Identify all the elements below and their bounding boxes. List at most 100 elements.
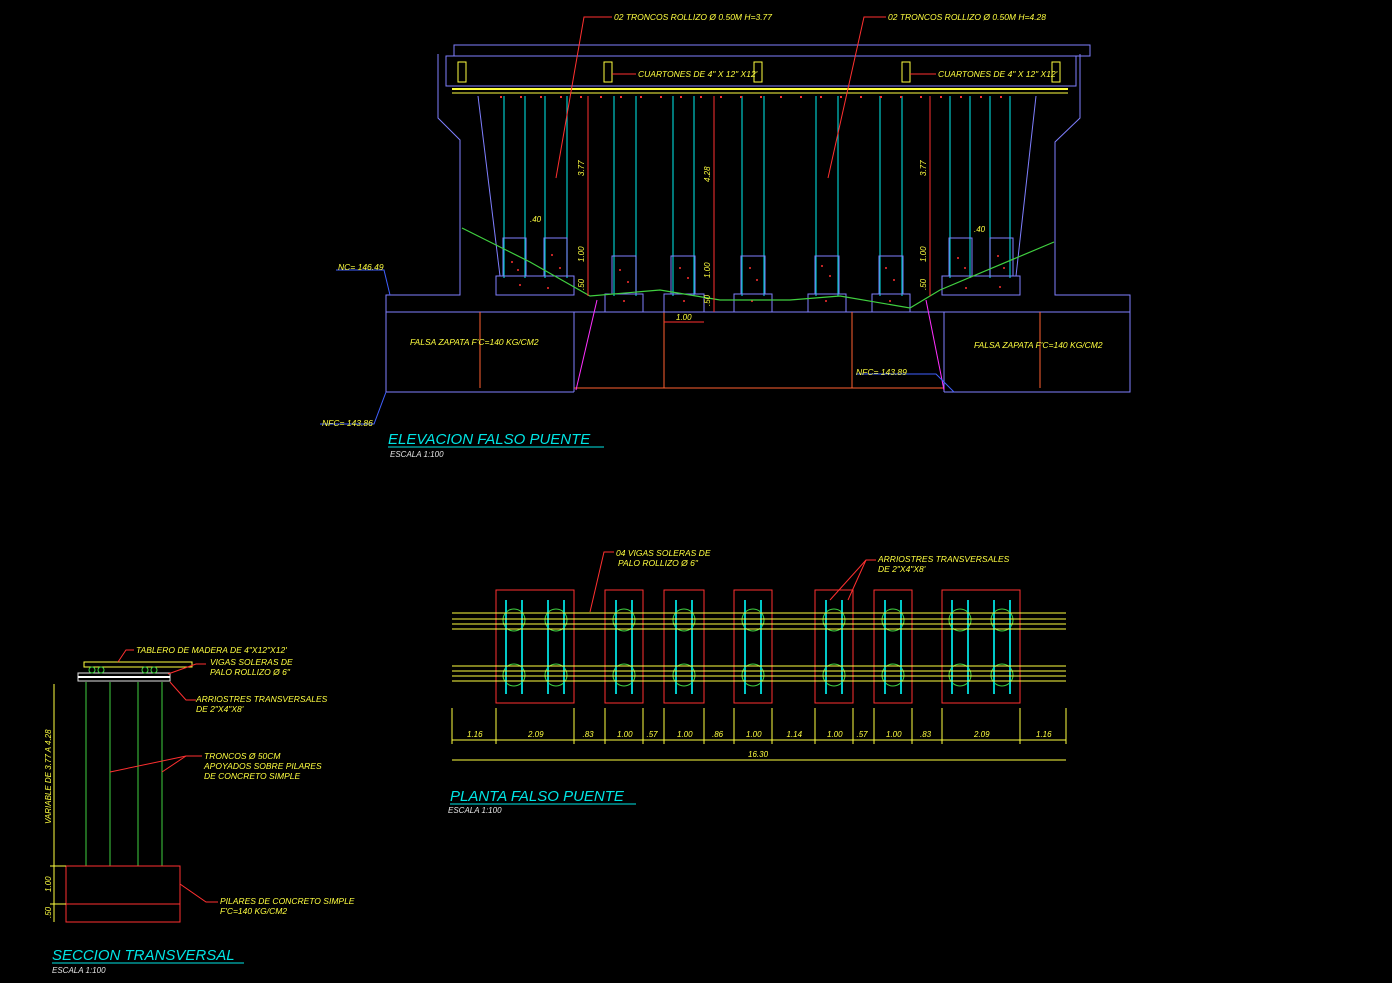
- elevation-view: 02 TRONCOS ROLLIZO Ø 0.50M H=3.77 02 TRO…: [320, 12, 1131, 459]
- nc-level: NC= 146.49: [338, 262, 384, 272]
- plan-dim-label: .83: [920, 730, 932, 739]
- cuarton-block: [1051, 61, 1061, 83]
- section-title: SECCION TRANSVERSAL: [52, 947, 235, 964]
- plan-bracing: [505, 600, 1011, 694]
- elevation-title: ELEVACION FALSO PUENTE: [388, 431, 591, 448]
- cuarton-block: [457, 61, 467, 83]
- plan-beams: [452, 612, 1066, 682]
- arriostres-section-line2: DE 2"X4"X8': [196, 704, 244, 714]
- plan-dim-label: .57: [857, 730, 869, 739]
- dim-100-c: 1.00: [919, 246, 928, 262]
- cuartones-left-text: CUARTONES DE 4" X 12" X12': [638, 69, 758, 79]
- pole-group: [503, 96, 1011, 296]
- pier-blocks: [495, 237, 1021, 313]
- abutment-face: [1015, 95, 1037, 277]
- cuarton-block: [753, 61, 763, 83]
- deck-board: [453, 44, 1091, 57]
- dim-40-left: .40: [530, 215, 542, 224]
- falsa-zapata-left: FALSA ZAPATA F'C=140 KG/CM2: [410, 337, 539, 347]
- troncos-leader: [109, 755, 202, 773]
- arriostres-section-line1: ARRIOSTRES TRANSVERSALES: [195, 694, 328, 704]
- plan-pier-outlines: [495, 589, 1021, 704]
- plan-dim-label: .83: [583, 730, 595, 739]
- dim-100-b: 1.00: [703, 262, 712, 278]
- callout-left-text: 02 TRONCOS ROLLIZO Ø 0.50M H=3.77: [614, 12, 772, 22]
- dim-50-b: .50: [703, 294, 712, 306]
- variable-dim: VARIABLE DE 3.77 A 4.28: [44, 729, 53, 824]
- plan-dim-label: 1.00: [827, 730, 843, 739]
- plan-total-dim: 16.30: [748, 750, 769, 759]
- plan-dim-label: 1.16: [467, 730, 483, 739]
- callout-right-text: 02 TRONCOS ROLLIZO Ø 0.50M H=4.28: [888, 12, 1046, 22]
- abutment-face: [477, 95, 501, 277]
- cuarton-block: [603, 61, 613, 83]
- arriostres-section-leader: [169, 681, 196, 701]
- pilares-line2: F'C=140 KG/CM2: [220, 906, 287, 916]
- vigas-section-line2: PALO ROLLIZO Ø 6": [210, 667, 291, 677]
- arriostres-leader-2: [847, 559, 867, 601]
- plan-dim-label: 2.09: [973, 730, 990, 739]
- section-deck: [83, 661, 193, 668]
- section-log-circles: [88, 666, 158, 674]
- pilares-leader: [179, 883, 218, 903]
- ground-line: [461, 227, 1055, 309]
- plan-dim-label: .86: [712, 730, 724, 739]
- nc-leader: [336, 269, 391, 296]
- section-view: TABLERO DE MADERA DE 4"X12"X12' VIGAS SO…: [44, 645, 355, 975]
- plan-dim-labels: 1.16 2.09 .83 1.00 .57 1.00 .86 1.00 1.14 1.00 .57…: [467, 730, 1052, 739]
- arriostres-callout-line1: ARRIOSTRES TRANSVERSALES: [877, 554, 1010, 564]
- section-dim-50: .50: [44, 906, 53, 918]
- plan-scale: ESCALA 1:100: [448, 806, 502, 815]
- plan-dim-label: 1.14: [787, 730, 803, 739]
- nfc-leader: [925, 299, 945, 391]
- cuarton-block: [901, 61, 911, 83]
- dim-100-a: 1.00: [577, 246, 586, 262]
- vigas-section-leader: [167, 663, 206, 675]
- arriostres-callout-line2: DE 2"X4"X8': [878, 564, 926, 574]
- elevation-scale: ESCALA 1:100: [390, 450, 444, 459]
- plan-title: PLANTA FALSO PUENTE: [450, 788, 625, 805]
- plan-dim-label: 1.16: [1036, 730, 1052, 739]
- plan-dim-label: 1.00: [746, 730, 762, 739]
- falsa-zapata-right: FALSA ZAPATA F'C=140 KG/CM2: [974, 340, 1103, 350]
- cuartones-right-text: CUARTONES DE 4" X 12" X12': [938, 69, 1058, 79]
- abutment-right: [944, 54, 1131, 393]
- callout-leader-right: [827, 16, 886, 179]
- nfc-leader: [575, 299, 598, 391]
- dim-h3: 3.77: [919, 160, 928, 176]
- dim-50-c: .50: [919, 278, 928, 290]
- vigas-callout-line2: PALO ROLLIZO Ø 6": [618, 558, 699, 568]
- section-poles: [85, 682, 163, 866]
- plan-view: 04 VIGAS SOLERAS DE PALO ROLLIZO Ø 6" AR…: [448, 548, 1067, 815]
- troncos-line2: APOYADOS SOBRE PILARES: [203, 761, 322, 771]
- deck-beams: [445, 55, 1077, 87]
- plan-dim-ticks: [451, 708, 1067, 744]
- nfc-right: NFC= 143.89: [856, 367, 907, 377]
- section-scale: ESCALA 1:100: [52, 966, 106, 975]
- plan-dim-label: 2.09: [527, 730, 544, 739]
- dim-h1: 3.77: [577, 160, 586, 176]
- nfc-left-leader: [320, 391, 387, 425]
- section-dim-100: 1.00: [44, 876, 53, 892]
- troncos-line3: DE CONCRETO SIMPLE: [204, 771, 301, 781]
- nfc-left: NFC= 143.86: [322, 418, 373, 428]
- callout-leader-left: [555, 16, 612, 179]
- plan-dim-label: 1.00: [677, 730, 693, 739]
- vigas-callout-line1: 04 VIGAS SOLERAS DE: [616, 548, 711, 558]
- troncos-leader-2: [161, 755, 187, 773]
- dim-h2: 4.28: [703, 166, 712, 182]
- troncos-line1: TRONCOS Ø 50CM: [204, 751, 281, 761]
- dim-width: 1.00: [676, 313, 692, 322]
- nfc-right-leader: [856, 373, 955, 393]
- section-pier: [65, 865, 181, 923]
- plan-dim-label: 1.00: [617, 730, 633, 739]
- vigas-leader: [589, 551, 614, 613]
- pilares-line1: PILARES DE CONCRETO SIMPLE: [220, 896, 355, 906]
- tablero-leader: [117, 649, 134, 663]
- plan-log-circles: [502, 608, 1014, 687]
- plan-dim-label: .57: [647, 730, 659, 739]
- concrete-hatch: [511, 254, 1005, 302]
- plan-dim-label: 1.00: [886, 730, 902, 739]
- dim-40-right: .40: [974, 225, 986, 234]
